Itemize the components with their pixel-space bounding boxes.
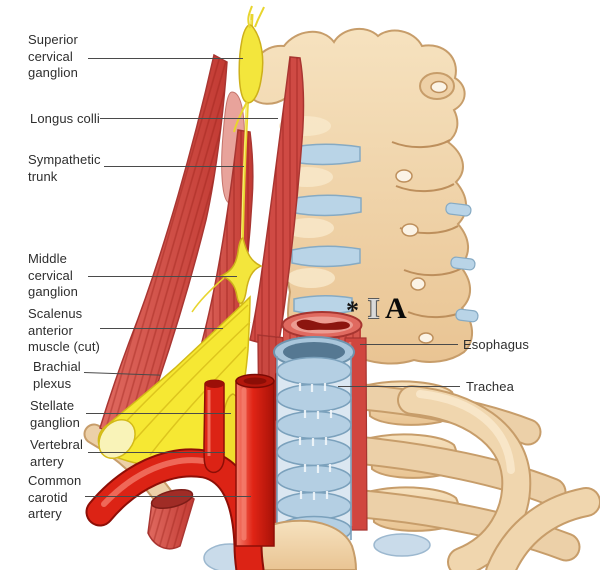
label-stellate-ganglion: Stellate ganglion <box>30 398 80 430</box>
leader-middle-cervical-ganglion <box>88 276 237 277</box>
label-vertebral-artery: Vertebral artery <box>30 437 83 469</box>
label-trachea: Trachea <box>466 379 514 394</box>
i-bar-marker: I <box>368 293 380 325</box>
trachea-ring <box>276 383 352 413</box>
asterisk-marker: * <box>346 296 359 325</box>
vertebral-body-highlight <box>284 218 334 238</box>
rib-band <box>349 491 579 560</box>
vertebral-body-highlight <box>287 268 335 288</box>
carotid-cut-lumen <box>243 377 267 385</box>
label-middle-cervical-ganglion: Middle cervical ganglion <box>28 251 78 299</box>
transverse-foramen <box>401 223 419 237</box>
leader-esophagus <box>360 344 458 345</box>
leader-vertebral-artery <box>88 452 225 453</box>
trachea-ligament-stripes <box>298 383 333 500</box>
trachea-ring <box>276 410 352 440</box>
ganglion-branch-left <box>191 277 225 313</box>
facet-joint-disc <box>445 202 472 217</box>
rib-band <box>343 437 565 505</box>
trachea-ring <box>276 356 352 386</box>
leader-stellate-ganglion <box>86 413 231 414</box>
intervertebral-disc <box>289 194 362 217</box>
intervertebral-disc <box>291 245 361 268</box>
transverse-foramen <box>418 332 434 344</box>
transverse-foramen <box>395 169 413 183</box>
label-brachial-plexus: Brachial plexus <box>33 359 81 391</box>
vertebra-crevice <box>391 139 467 318</box>
first-rib-highlight <box>416 390 515 474</box>
leader-scalenus-anterior <box>100 328 223 329</box>
subclavian-artery-highlight <box>101 457 207 507</box>
label-sympathetic-trunk: Sympathetic trunk <box>28 152 101 184</box>
label-superior-cervical-ganglion: Superior cervical ganglion <box>28 32 78 80</box>
label-common-carotid-artery: Common carotid artery <box>28 473 82 521</box>
facet-joint-disc <box>455 308 479 323</box>
vertebral-artery-shape <box>203 379 225 474</box>
label-scalenus-anterior-muscle: Scalenus anterior muscle (cut) <box>28 306 100 354</box>
label-esophagus: Esophagus <box>463 337 529 352</box>
trachea-top-lumen <box>283 342 345 362</box>
leader-common-carotid-artery <box>85 496 251 497</box>
leader-sympathetic-trunk <box>104 166 244 167</box>
leader-superior-cervical-ganglion <box>88 58 243 59</box>
label-longus-colli: Longus colli <box>30 111 100 126</box>
scalenus-medius-fibers <box>100 55 227 444</box>
longus-colli-fibers <box>250 57 304 348</box>
vertebral-artery-cut-top <box>205 380 224 388</box>
first-rib-arc <box>399 387 530 570</box>
facet-joint-disc <box>450 256 476 271</box>
arteries <box>85 373 275 570</box>
leader-longus-colli <box>100 118 278 119</box>
middle-cervical-ganglion-shape <box>218 237 263 304</box>
stub-cut-face <box>150 488 194 510</box>
superior-cervical-ganglion-shape <box>238 24 264 104</box>
second-rib-arc <box>487 489 599 570</box>
esophagus-lumen-slit <box>296 319 350 331</box>
leader-trachea <box>338 386 460 387</box>
pleura-dome-right <box>373 533 431 557</box>
letter-a-marker: A <box>385 292 407 325</box>
trachea-shape <box>273 336 355 545</box>
brachial-plexus-cut-end <box>98 418 136 460</box>
trachea-ring <box>276 464 352 494</box>
atlas-transverse-foramen <box>430 80 448 94</box>
intervertebral-disc <box>287 143 361 166</box>
transverse-foramen <box>410 277 426 291</box>
scalenus-anterior-lower-stub <box>147 488 195 550</box>
